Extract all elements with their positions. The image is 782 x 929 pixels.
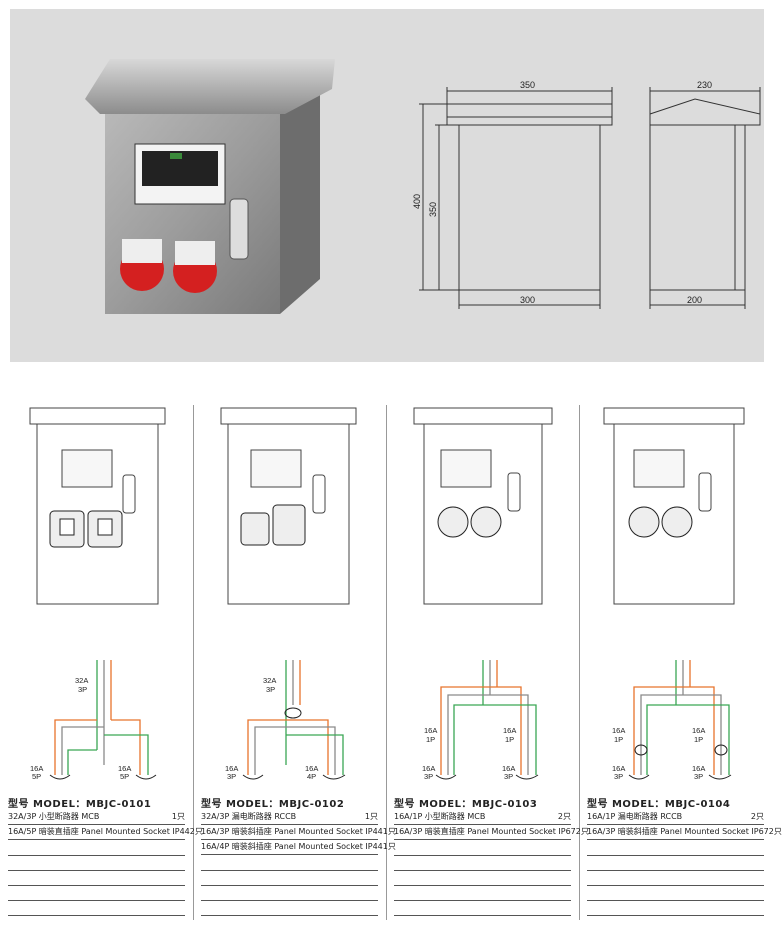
breaker-left-current: 16A [612, 726, 625, 735]
dim-height-body: 350 [428, 202, 438, 217]
dim-depth-top: 230 [697, 80, 712, 90]
model-column-0101: 32A 3P 16A 5P 16A 5P 型号 MODEL：MBJC-0101 … [0, 405, 203, 925]
blank-row [587, 885, 764, 886]
socket-left-current: 16A [30, 764, 43, 773]
socket-left-pole: 5P [32, 772, 41, 781]
dim-depth-bottom: 200 [687, 295, 702, 305]
distribution-box-photo [85, 59, 335, 314]
blank-row [394, 870, 571, 871]
socket-left-current: 16A [612, 764, 625, 773]
blank-row [8, 870, 185, 871]
column-divider [579, 405, 580, 920]
socket-right-pole: 4P [307, 772, 316, 781]
model-column-0104: 16A 1P 16A 1P 16A 3P 16A 3P 型号 MODEL：MBJ… [579, 405, 782, 925]
breaker-right-current: 16A [692, 726, 705, 735]
blank-row [394, 855, 571, 856]
socket-right-pole: 3P [504, 772, 513, 781]
socket-right-current: 16A [692, 764, 705, 773]
breaker-right-current: 16A [503, 726, 516, 735]
model-label: 型号 MODEL：MBJC-0101 [8, 799, 152, 810]
socket-right-current: 16A [118, 764, 131, 773]
blank-row [8, 915, 185, 916]
socket-left-pole: 3P [614, 772, 623, 781]
blank-row [587, 855, 764, 856]
blank-row [8, 900, 185, 901]
breaker-left-pole: 1P [426, 735, 435, 744]
blank-row [8, 855, 185, 856]
column-divider [386, 405, 387, 920]
breaker-pole-label: 3P [266, 685, 275, 694]
socket-left-current: 16A [225, 764, 238, 773]
dim-height-total: 400 [412, 194, 422, 209]
socket-right-pole: 3P [694, 772, 703, 781]
model-0102-drawing: 32A 3P 16A 3P 16A 4P [220, 407, 357, 781]
model-column-0102: 32A 3P 16A 3P 16A 4P 型号 MODEL：MBJC-0102 … [193, 405, 396, 925]
socket-left-pole: 3P [424, 772, 433, 781]
socket-right-current: 16A [305, 764, 318, 773]
model-0101-drawing: 32A 3P 16A 5P 16A 5P [29, 407, 166, 781]
blank-row [201, 870, 378, 871]
dim-width-top: 350 [520, 80, 535, 90]
blank-row [587, 900, 764, 901]
model-0103-drawing: 16A 1P 16A 1P 16A 3P 16A 3P [413, 407, 553, 781]
breaker-pole-label: 3P [78, 685, 87, 694]
socket-right-current: 16A [502, 764, 515, 773]
breaker-right-pole: 1P [505, 735, 514, 744]
model-column-0103: 16A 1P 16A 1P 16A 3P 16A 3P 型号 MODEL：MBJ… [386, 405, 589, 925]
blank-row [587, 915, 764, 916]
blank-row [394, 885, 571, 886]
socket-left-current: 16A [422, 764, 435, 773]
breaker-right-pole: 1P [694, 735, 703, 744]
blank-row [394, 915, 571, 916]
blank-row [587, 870, 764, 871]
breaker-left-current: 16A [424, 726, 437, 735]
model-label: 型号 MODEL：MBJC-0102 [201, 799, 345, 810]
socket-left-pole: 3P [227, 772, 236, 781]
model-label: 型号 MODEL：MBJC-0103 [394, 799, 538, 810]
dimension-drawing: 350 300 400 350 230 200 [412, 80, 761, 309]
model-0104-drawing: 16A 1P 16A 1P 16A 3P 16A 3P [603, 407, 745, 781]
blank-row [201, 885, 378, 886]
model-label: 型号 MODEL：MBJC-0104 [587, 799, 731, 810]
blank-row [201, 915, 378, 916]
product-photo-panel: 350 300 400 350 230 200 [10, 9, 764, 362]
socket-right-pole: 5P [120, 772, 129, 781]
column-divider [193, 405, 194, 920]
dim-width-bottom: 300 [520, 295, 535, 305]
blank-row [8, 885, 185, 886]
breaker-left-pole: 1P [614, 735, 623, 744]
breaker-current-label: 32A [75, 676, 88, 685]
blank-row [201, 900, 378, 901]
blank-row [394, 900, 571, 901]
breaker-current-label: 32A [263, 676, 276, 685]
